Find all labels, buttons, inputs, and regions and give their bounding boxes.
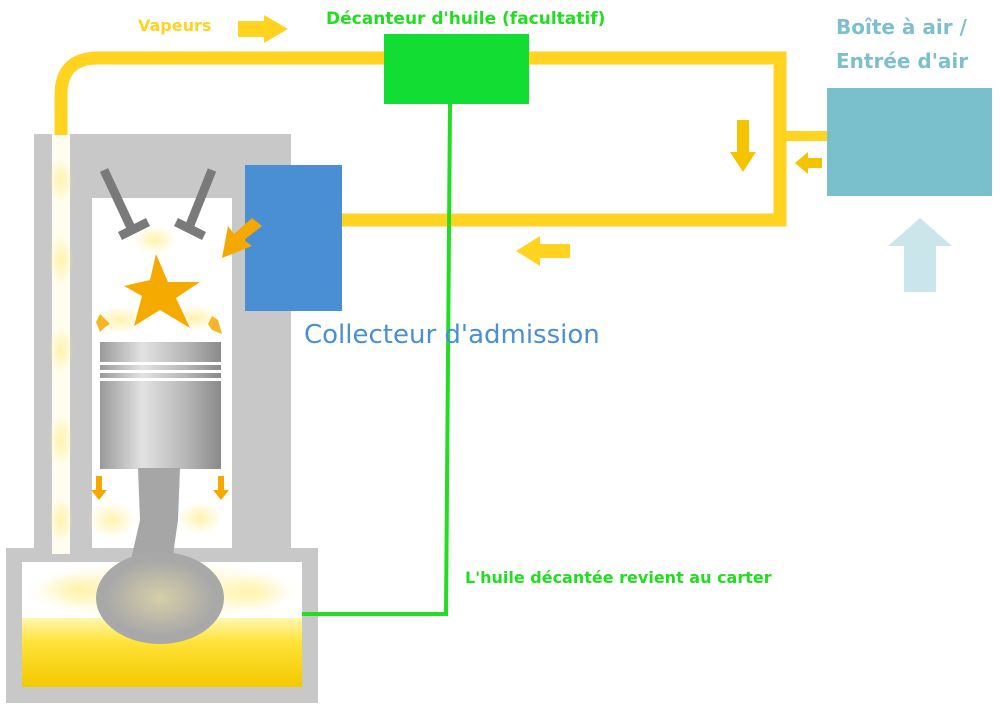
mist-arrow-icon-1 — [96, 314, 110, 332]
air-intake-arrow-icon — [888, 218, 952, 292]
decanter-label: Décanteur d'huile (facultatif) — [326, 9, 606, 29]
air-box-label-line1: Boîte à air / — [836, 15, 967, 39]
mist-arrow-icon-2 — [208, 316, 222, 334]
air-box-label-line2: Entrée d'air — [836, 49, 969, 73]
left-arrow-icon-2 — [516, 236, 570, 266]
air-box-label: Boîte à air / Entrée d'air — [836, 10, 968, 78]
down-arrow-icon — [730, 120, 756, 172]
piston-icon — [100, 342, 221, 469]
air-box — [827, 88, 992, 196]
flow-arrows — [91, 15, 952, 500]
oil-return-line — [302, 103, 452, 616]
valve-icon — [99, 168, 217, 241]
piston-down-arrow-icon-2 — [213, 476, 229, 500]
intake-manifold-label: Collecteur d'admission — [304, 320, 600, 350]
left-arrow-icon — [795, 152, 822, 174]
intake-manifold — [245, 165, 342, 311]
air-box-connector — [780, 131, 828, 141]
vapeurs-arrow-icon — [238, 15, 288, 43]
manifold-to-cylinder-arrow-icon — [222, 218, 262, 258]
oil-return-label: L'huile décantée revient au carter — [465, 568, 772, 587]
piston-down-arrow-icon-1 — [91, 476, 107, 500]
vapeurs-label: Vapeurs — [138, 16, 212, 35]
oil-decanter-box — [384, 34, 529, 104]
combustion-star-icon — [124, 254, 200, 328]
